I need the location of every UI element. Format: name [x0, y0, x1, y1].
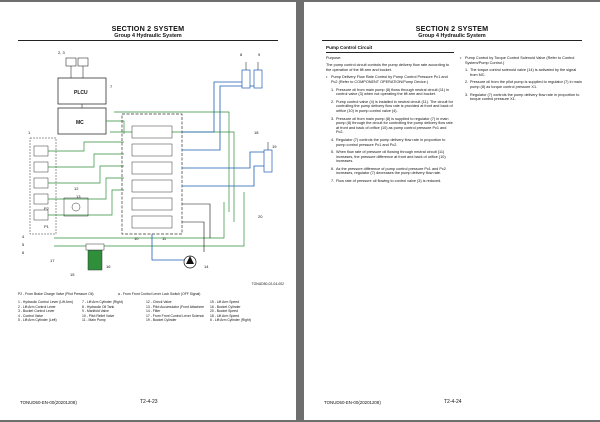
- svg-text:11: 11: [162, 236, 167, 241]
- svg-text:13: 13: [76, 194, 81, 199]
- bucket-cylinder: [263, 142, 273, 173]
- lift-arm-cylinders: [241, 62, 263, 89]
- legend-item: 5 - Lift Arm Cylinder (Left): [18, 318, 57, 323]
- legend-note: a - From Front Control Lever Lock Switch…: [118, 292, 201, 296]
- legend-item: 18 - Lift Arm Speed: [210, 313, 240, 318]
- list-item: 1.Pressure oil from main pump (8) flows …: [331, 87, 450, 97]
- list-item: 6.As the pressure difference of pump con…: [331, 166, 446, 176]
- legend-item: 6 - Lift Arm Cylinder (Right): [210, 318, 251, 323]
- list-item: 7.Flow rate of pressure oil flowing to c…: [331, 179, 442, 184]
- legend-item: 16 - Bucket Cylinder: [210, 304, 241, 309]
- list-item: 3.Pressure oil from main pump (8) is sup…: [331, 116, 453, 135]
- legend-item: 9 - Manifold Valve: [82, 309, 109, 314]
- legend-item: 15 - Lift Arm Speed: [210, 300, 240, 305]
- list-item: 4.Regulator (7) controls the pump delive…: [331, 137, 446, 147]
- list-item: 3.Regulator (7) controls the pump delive…: [465, 92, 580, 102]
- svg-text:4: 4: [22, 234, 25, 239]
- svg-text:P2: P2: [44, 206, 50, 211]
- svg-text:9: 9: [258, 52, 261, 57]
- list-item: 2.Pump control valve (4) is installed in…: [331, 99, 453, 113]
- svg-text:5: 5: [22, 242, 25, 247]
- svg-text:12: 12: [74, 186, 79, 191]
- svg-text:19: 19: [272, 144, 277, 149]
- control-valve: [121, 113, 183, 235]
- bullet-heading: Pump Control by Torque Control Solenoid …: [460, 56, 584, 65]
- legend-item: 1 - Hydraulic Control Lever (Lift Arm): [18, 300, 74, 305]
- legend-item: 13 - Pilot Accumulator (Front Attachment…: [146, 304, 204, 309]
- footer-doc-code: TONUD50-EN-00(20201208): [324, 400, 381, 405]
- steps-list: 1.Pressure oil from main pump (8) flows …: [326, 88, 454, 184]
- page-number: T2-4-24: [444, 399, 462, 405]
- bullet-heading: Pump Delivery Flow Rate Control by Pump …: [326, 75, 454, 84]
- control-lever-symbols: [65, 57, 89, 78]
- part-callouts: 2, 3 1 7 8 9 18 19 20 14 12 13 P2 P1 4 5…: [22, 50, 277, 277]
- footer-doc-code: TONUD50-EN-00(20201208): [20, 400, 77, 405]
- plcu-block: [57, 77, 107, 105]
- mc-label: MC: [76, 120, 84, 126]
- plcu-label: PLCU: [74, 90, 88, 96]
- page-left: SECTION 2 SYSTEM Group 4 Hydraulic Syste…: [0, 2, 296, 420]
- group-title: Group 4 Hydraulic System: [418, 33, 486, 39]
- purpose-text: The pump control circuit controls the pu…: [326, 63, 450, 72]
- svg-text:8: 8: [240, 52, 243, 57]
- legend-item: 11 - Main Pump: [82, 318, 106, 323]
- list-item: 2.Pressure oil from the pilot pump is su…: [465, 80, 582, 89]
- legend-item: 8 - Hydraulic Oil Tank: [82, 304, 115, 309]
- main-circuit-lines: [151, 81, 266, 261]
- left-valve-stack: [29, 137, 57, 235]
- svg-text:18: 18: [254, 130, 259, 135]
- group-title: Group 4 Hydraulic System: [114, 33, 182, 39]
- section-title: SECTION 2 SYSTEM: [415, 24, 489, 33]
- list-item: 1.The torque control solenoid valve (14)…: [465, 68, 577, 77]
- legend-item: 7 - Lift Arm Cylinder (Right): [82, 300, 123, 305]
- legend-item: 20 - Bucket Speed: [210, 309, 238, 314]
- header-rule: [322, 40, 582, 41]
- legend-item: 4 - Control Valve: [18, 313, 44, 318]
- steps-list: 1.The torque control solenoid valve (14)…: [460, 68, 584, 102]
- list-item: 5.When flow rate of pressure oil flowing…: [331, 150, 446, 164]
- subheading: Pump Control Circuit: [326, 45, 454, 53]
- right-column: Pump Control by Torque Control Solenoid …: [460, 56, 584, 105]
- main-pump-symbol: [183, 255, 197, 269]
- page-number: T2-4-23: [140, 399, 158, 405]
- legend-item: 2 - Lift Arm Control Lever: [18, 304, 56, 309]
- svg-text:14: 14: [204, 264, 209, 269]
- svg-text:16: 16: [106, 264, 111, 269]
- svg-text:10: 10: [134, 236, 139, 241]
- svg-text:1: 1: [28, 130, 31, 135]
- legend-note: P2 - From Brake Charge Valve (Pilot Pres…: [18, 292, 94, 296]
- page-right: SECTION 2 SYSTEM Group 4 Hydraulic Syste…: [304, 2, 600, 420]
- figure-ref-code: TONUD50-02-04-002: [251, 282, 284, 286]
- section-title: SECTION 2 SYSTEM: [111, 24, 185, 33]
- left-column: Pump Control Circuit Purpose: The pump c…: [326, 45, 454, 187]
- svg-text:6: 6: [22, 250, 25, 255]
- legend-item: 12 - Check Valve: [146, 300, 172, 305]
- legend-item: 3 - Bucket Control Lever: [18, 309, 55, 314]
- hydraulic-diagram: PLCU MC: [22, 50, 277, 277]
- svg-text:17: 17: [50, 258, 55, 263]
- svg-text:15: 15: [70, 272, 75, 277]
- legend-item: 10 - Pilot Relief Valve: [82, 313, 115, 318]
- svg-text:2, 3: 2, 3: [58, 50, 65, 55]
- pilot-parts: [63, 197, 105, 271]
- legend-item: 19 - Bucket Cylinder: [146, 318, 177, 323]
- header-rule: [18, 40, 278, 41]
- legend-item: 14 - Filter: [146, 309, 161, 314]
- svg-text:20: 20: [258, 214, 263, 219]
- purpose-label: Purpose:: [326, 55, 342, 60]
- legend-item: 17 - From Front Control Lever Solenoid V…: [146, 313, 204, 318]
- svg-text:P1: P1: [44, 224, 50, 229]
- svg-text:7: 7: [110, 84, 113, 89]
- tank-lines: [182, 203, 211, 252]
- diagram-legend: P2 - From Brake Charge Valve (Pilot Pres…: [18, 292, 280, 322]
